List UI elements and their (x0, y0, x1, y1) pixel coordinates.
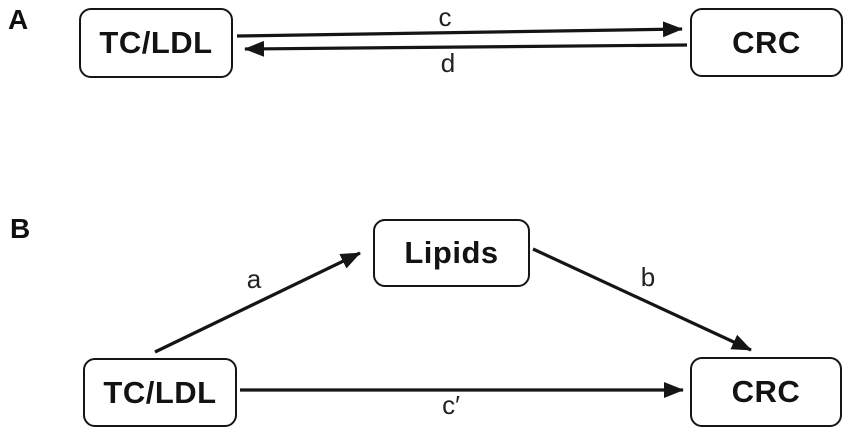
arrow-c-line (236, 21, 683, 38)
panel-b-node-tc-ldl-label: TC/LDL (103, 374, 217, 410)
panel-b-node-crc-label: CRC (731, 374, 801, 409)
arrow-d-line (244, 40, 688, 57)
panel-b-node-crc: CRC (690, 357, 842, 427)
panel-a-node-tc-ldl: TC/LDL (79, 8, 233, 78)
panel-b-label: B (10, 213, 31, 244)
panel-a-node-tc-ldl-label: TC/LDL (99, 25, 213, 60)
panel-a-node-crc-label: CRC (732, 24, 801, 60)
panel-a-label: A (8, 4, 29, 35)
edge-label-d: d (440, 48, 456, 78)
panel-b-node-tc-ldl: TC/LDL (83, 358, 237, 427)
edge-label-c-prime: c′ (442, 390, 460, 420)
panel-a-node-crc: CRC (690, 8, 843, 77)
panel-b-node-lipids-label: Lipids (404, 235, 499, 270)
edge-label-b: b (640, 262, 656, 292)
panel-b-node-lipids: Lipids (373, 219, 530, 287)
edge-label-a: a (246, 264, 262, 294)
edge-label-c: c (438, 2, 452, 32)
